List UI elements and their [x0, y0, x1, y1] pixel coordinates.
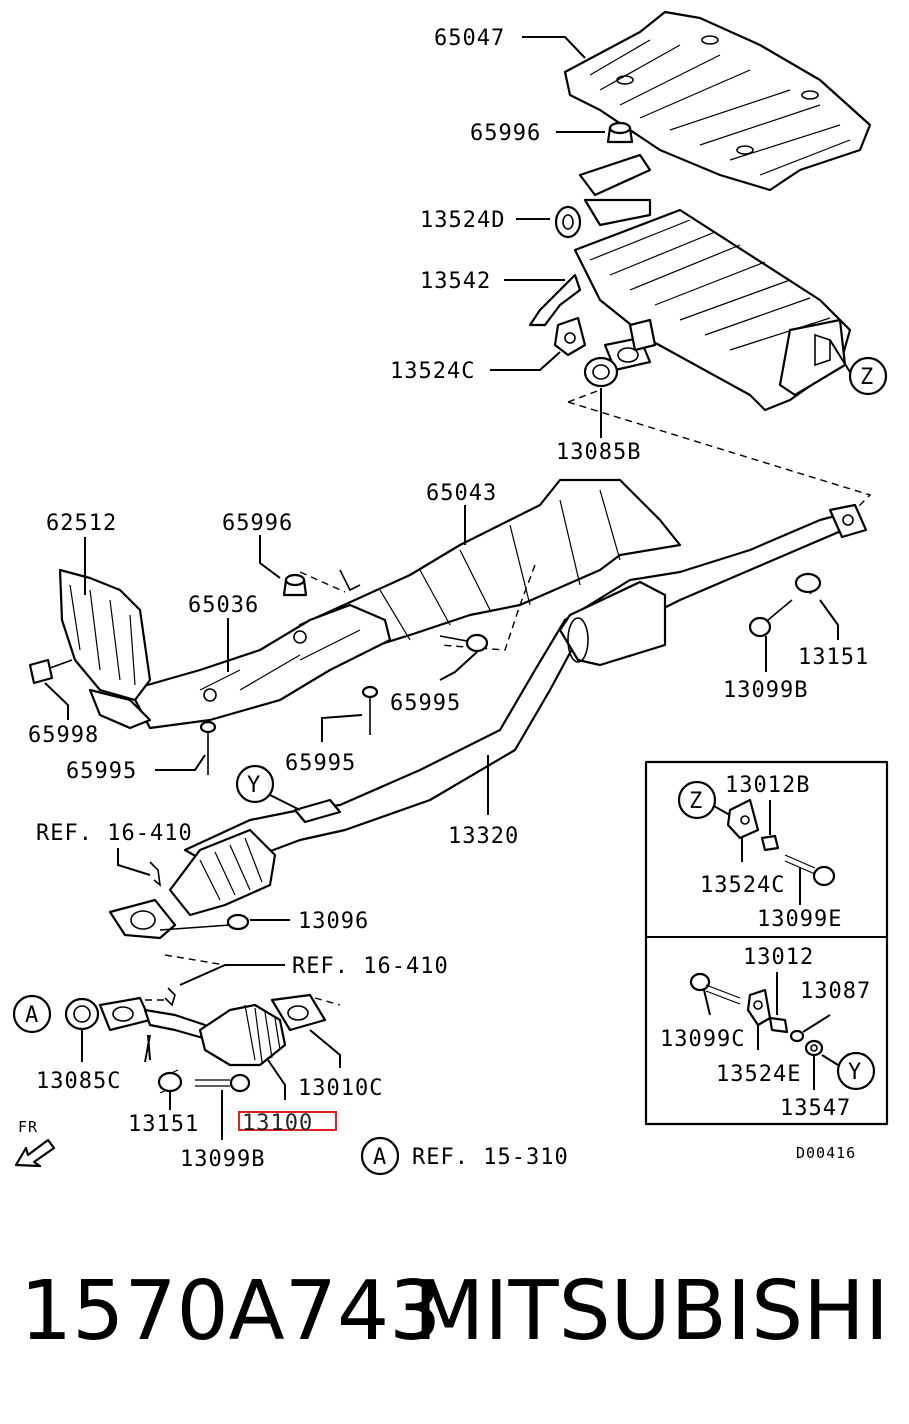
heat-shield-rear: [563, 10, 872, 192]
inset-label-13012B: 13012B: [725, 773, 810, 798]
inset-washer-13087: [789, 1029, 805, 1043]
bolt-65995-c: [361, 685, 379, 735]
hanger-13524C: [553, 316, 587, 357]
callout-z-main-letter: Z: [860, 365, 874, 390]
direction-label: FR: [18, 1118, 38, 1136]
bolt-65995-a: [439, 633, 489, 653]
inset-bolt-13099C: [689, 972, 741, 1005]
inset-hanger-13524E: [746, 988, 772, 1027]
reference-note: REF. 15-310: [412, 1145, 569, 1170]
bolt-65995-b: [199, 720, 217, 775]
heat-shield-front: [128, 603, 392, 730]
label-65996-mid: 65996: [222, 511, 293, 536]
callout-a-main: [12, 994, 52, 1034]
callout-z-main: [848, 356, 888, 396]
label-65043: 65043: [426, 481, 497, 506]
callout-y-inset-letter: Y: [848, 1060, 862, 1085]
inset-label-13524C: 13524C: [700, 873, 785, 898]
callout-y-inset: [836, 1051, 876, 1091]
rear-muffler: [528, 153, 852, 412]
label-13096: 13096: [298, 909, 369, 934]
inset-bushing-13012B: [760, 834, 780, 852]
front-catalytic-converter-upper: [108, 828, 277, 940]
nut-65996-mid: [282, 573, 308, 597]
inset-bushing-13012: [768, 1016, 789, 1034]
bolt-13099B-right: [748, 599, 793, 638]
part-number: 1570A743: [20, 1264, 442, 1359]
inset-label-13012: 13012: [743, 945, 814, 970]
gasket-13085B: [583, 356, 619, 388]
highlight-box-13100: [238, 1111, 337, 1131]
callout-y-main-letter: Y: [247, 773, 261, 798]
label-65995-b: 65995: [66, 759, 137, 784]
label-ref-16-410-a: REF. 16-410: [36, 821, 193, 846]
bolt-65998: [28, 658, 73, 685]
inset-hanger-13524C: [726, 798, 760, 840]
hanger-13524D: [554, 205, 582, 239]
callout-z-inset-letter: Z: [689, 789, 703, 814]
label-65036: 65036: [188, 593, 259, 618]
brand-name: MITSUBISHI: [413, 1264, 889, 1359]
label-65998: 65998: [28, 723, 99, 748]
callout-a-main-letter: A: [25, 1003, 39, 1028]
nut-65996-top: [606, 121, 634, 144]
label-13100: 13100: [242, 1111, 313, 1136]
label-13524C: 13524C: [390, 359, 475, 384]
callout-a-ref: [360, 1136, 400, 1176]
label-65996-top: 65996: [470, 121, 541, 146]
label-62512: 62512: [46, 511, 117, 536]
label-65995-a: 65995: [390, 691, 461, 716]
inset-bolt-13099E: [784, 854, 836, 887]
diagram-code: D00416: [796, 1144, 856, 1162]
inset-label-13547: 13547: [780, 1096, 851, 1121]
label-65995-c: 65995: [285, 751, 356, 776]
label-13320: 13320: [448, 824, 519, 849]
footer: 1570A743 MITSUBISHI: [0, 1262, 909, 1382]
gasket-13096: [226, 913, 250, 931]
inset-label-13099E: 13099E: [757, 907, 842, 932]
callout-a-ref-letter: A: [373, 1145, 387, 1170]
inset-label-13524E: 13524E: [716, 1062, 801, 1087]
front-arrow-icon: [14, 1138, 56, 1168]
inset-label-13099C: 13099C: [660, 1027, 745, 1052]
heat-shield-center: [298, 478, 682, 662]
gasket-flange-muffler: [603, 318, 657, 372]
manifold-heat-shield: [58, 568, 152, 730]
callout-y-main: [235, 764, 275, 804]
label-13099B-right: 13099B: [723, 678, 808, 703]
front-catalytic-converter-lower: [98, 993, 327, 1067]
label-ref-16-410-b: REF. 16-410: [292, 954, 449, 979]
label-13151-right: 13151: [798, 645, 869, 670]
spring-13151-left: [157, 1069, 183, 1094]
label-13010C: 13010C: [298, 1076, 383, 1101]
callout-z-inset: [677, 780, 717, 820]
inset-nut-13547: [804, 1039, 824, 1057]
inset-label-13087: 13087: [800, 979, 871, 1004]
label-13524D: 13524D: [420, 208, 505, 233]
spring-13151-right: [794, 572, 822, 595]
label-13085B: 13085B: [556, 440, 641, 465]
gasket-13085C: [64, 997, 100, 1031]
label-65047: 65047: [434, 26, 505, 51]
label-13542: 13542: [420, 269, 491, 294]
bolt-13099B-left: [195, 1073, 251, 1093]
label-13099B-left: 13099B: [180, 1147, 265, 1172]
label-13085C: 13085C: [36, 1069, 121, 1094]
label-13151-left: 13151: [128, 1112, 199, 1137]
